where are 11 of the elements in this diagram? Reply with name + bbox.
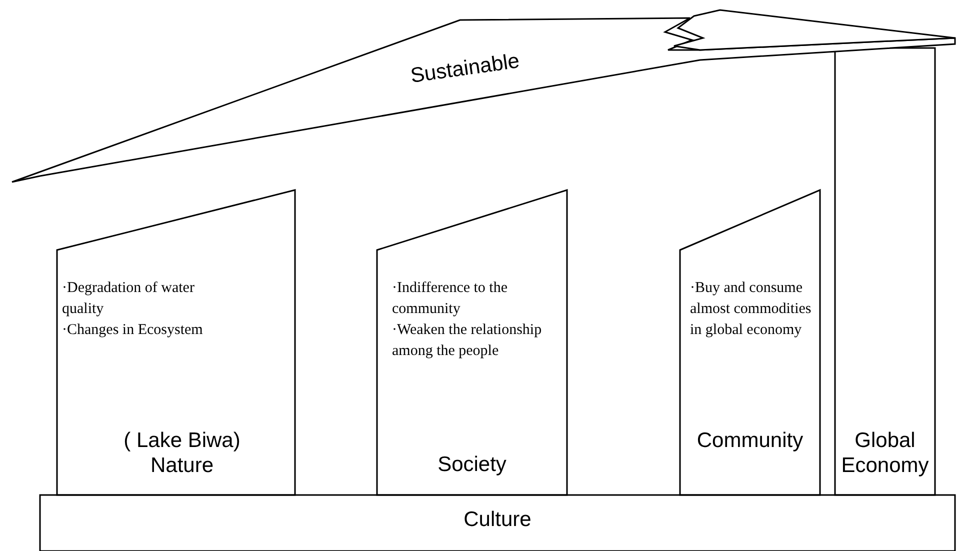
bullet-text: ·Indifference to the community bbox=[392, 279, 508, 319]
pillar-title: ( Lake Biwa) Nature bbox=[122, 428, 242, 478]
bullet-text: ·Buy and consume almost commodities in global economy bbox=[690, 279, 812, 340]
bullet-text: ·Degradation of water quality bbox=[62, 279, 196, 319]
pillar-title: Community bbox=[696, 428, 804, 453]
bullet-text: ·Changes in Ecosystem bbox=[62, 321, 204, 340]
foundation-title: Culture bbox=[462, 507, 532, 532]
pillar-title: Global Economy bbox=[840, 428, 930, 478]
bullet-text: ·Weaken the relationship among the people bbox=[392, 321, 543, 361]
roof-title: Sustainable bbox=[408, 48, 522, 90]
pillar-title: Society bbox=[436, 452, 508, 477]
